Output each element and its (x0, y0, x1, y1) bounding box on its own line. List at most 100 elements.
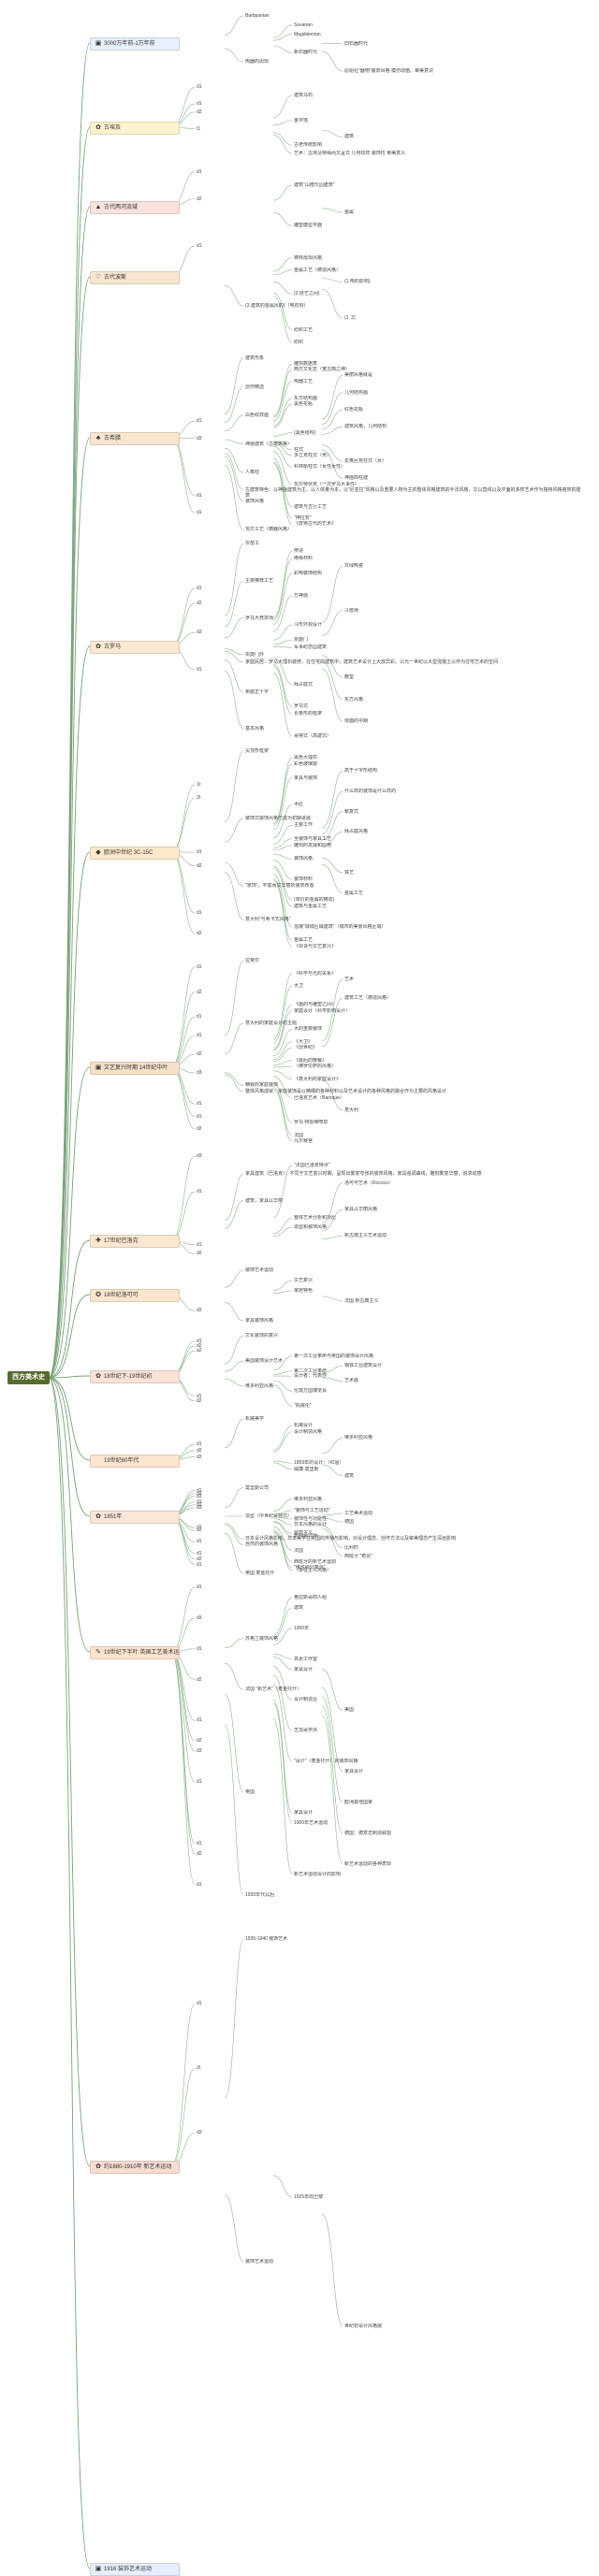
leaf-label: 金属工艺（铸造风格） (294, 267, 342, 273)
era-node[interactable]: ✎19世纪下半叶 英国工艺美术运动 (90, 1646, 180, 1659)
leaf-label: d3 (197, 1070, 202, 1077)
leaf-label: 法国 (294, 1132, 304, 1138)
leaf-label: 雕刻的发展和应用 (294, 842, 332, 848)
era-node[interactable]: ♡古代波斯 (90, 271, 180, 284)
leaf-label: 罗马大竞技场 (245, 615, 274, 621)
era-node[interactable]: ✿古埃及 (90, 122, 180, 135)
leaf-label: 万神庙 (294, 592, 309, 599)
root-node[interactable]: 西方美术史 (7, 1371, 50, 1384)
leaf-label: 古建筑特色：以神庙建筑为主，以人体量为本，以"尼亚拉"风格以及重要人物为主的整体… (245, 486, 581, 499)
leaf-label: 柱式 (294, 446, 304, 453)
leaf-label: 家居特色 (294, 1287, 314, 1294)
era-node[interactable]: ▣1916 装饰艺术运动 (90, 2563, 180, 2576)
leaf-label: 东方结构画 (294, 395, 318, 401)
leaf-label: d1 (197, 910, 202, 917)
leaf-label: 黑色大理石 (294, 754, 318, 760)
leaf-label: 钢铁工业建筑设计 (344, 1363, 383, 1369)
leaf-label: d2 (197, 1125, 202, 1132)
leaf-label: 红色花瓶 (344, 407, 364, 413)
leaf-label: 彩陶装饰结构 (294, 571, 323, 577)
leaf-label: 什么样的装饰是什么样的 (344, 789, 397, 795)
leaf-label: 意大利"与希卡式风格" (245, 917, 291, 923)
leaf-label: 英国 (245, 1789, 256, 1795)
leaf-label: 2t (197, 2065, 201, 2072)
era-label: 欧洲中世纪 3C-15C (104, 850, 153, 856)
leaf-label: 科林斯柱式（女性女性） (294, 464, 346, 470)
leaf-label: 瓦尔特伏克（一次罗马大事件） (294, 481, 360, 487)
leaf-label: 罗马 特雷维喷泉 (294, 1120, 329, 1126)
leaf-label: 原始社"器物"装饰风格 模仿动植、审美意识 (344, 68, 433, 75)
era-node[interactable]: ◆欧洲中世纪 3C-15C (90, 847, 180, 860)
leaf-label: d3 (197, 2130, 202, 2135)
leaf-label: 罗马式 (294, 703, 309, 710)
leaf-label: 长条形的框架 (294, 711, 323, 717)
era-label: 古希腊 (104, 436, 122, 441)
leaf-label: "家饰"，丰富而又华丽的装饰布置 (245, 883, 314, 890)
leaf-label: 工艺美术运动 (344, 1510, 373, 1516)
leaf-label: 造型和装饰风格 (294, 1223, 328, 1230)
leaf-label: 装饰风格 (245, 498, 265, 504)
leaf-label: 全装饰与家具工艺 (294, 835, 332, 842)
leaf-label: d2 (197, 1447, 202, 1454)
era-icon: ▣ (95, 2566, 102, 2572)
leaf-label: 白色纹样画 (245, 412, 270, 419)
era-node[interactable]: ✪18世纪洛可可 (90, 1289, 180, 1302)
leaf-label: d1 (197, 1393, 202, 1399)
era-icon: ▣ (95, 40, 102, 47)
era-label: 17世纪巴洛克 (104, 1238, 139, 1244)
leaf-label: 精致的家庭装饰 (245, 1082, 279, 1089)
era-node[interactable]: ▣文艺复兴时期 14世纪中叶 (90, 1062, 180, 1075)
leaf-label: 装饰材料 (294, 876, 314, 883)
leaf-label: 繁复式 (344, 808, 359, 815)
leaf-label: 装饰性与功能性 (294, 1516, 328, 1523)
leaf-label: d1 (197, 849, 202, 856)
leaf-label: (1. 2) (344, 314, 356, 321)
era-node[interactable]: ✿约1880-1910年 新艺术运动 (90, 2161, 180, 2174)
leaf-label: d3 (197, 1454, 202, 1460)
leaf-label: 美国装饰设计艺术 (245, 1358, 284, 1365)
leaf-label: 自然主义 (294, 1530, 314, 1537)
leaf-label: 建筑 (294, 1604, 304, 1611)
leaf-label: 东方风格 (344, 696, 364, 702)
leaf-label: d1 (197, 84, 202, 91)
leaf-label: d1 (197, 1189, 202, 1195)
era-node[interactable]: ▣3000万年前-1万年前 (90, 37, 180, 51)
leaf-label: 美丽风格就是 (344, 372, 373, 379)
leaf-label: 古老传统影响 (294, 142, 323, 149)
leaf-label: 金属工艺 (294, 937, 314, 944)
leaf-label: 美国 (344, 1707, 355, 1714)
leaf-label: 建筑"山楂乐园建筑" (294, 182, 335, 189)
leaf-label: "维也纳分离派" (294, 1564, 326, 1570)
leaf-label: 神庙四柱建 (344, 475, 369, 482)
era-node[interactable]: ♣古希腊 (90, 432, 180, 445)
leaf-label: d1 (197, 1241, 202, 1248)
leaf-label: d1 (197, 492, 202, 499)
leaf-label: d2 (197, 1738, 202, 1744)
leaf-label: "机械化" (294, 1403, 312, 1410)
era-icon: ✿ (95, 124, 101, 131)
leaf-label: 文艺复兴 (294, 1278, 314, 1284)
leaf-label: 纺织 (294, 339, 304, 345)
leaf-label: d1 (197, 1539, 202, 1545)
leaf-label: 爱奥尼克柱式（女） (344, 458, 387, 465)
leaf-label: 《大卫》 (294, 1038, 314, 1045)
leaf-label: 铸林再现风格 (294, 254, 323, 261)
era-node[interactable]: ▲古代两河流域 (90, 201, 180, 214)
leaf-label: 多立克柱式（男） (294, 452, 332, 458)
era-label: 19世纪60年代 (104, 1458, 139, 1464)
leaf-label: 德国 (344, 1519, 355, 1526)
era-node[interactable]: ✿古罗马 (90, 641, 180, 654)
leaf-label: (黑色结构) (294, 429, 316, 436)
era-node[interactable]: 19世纪60年代 (90, 1454, 180, 1468)
leaf-label: 凯旋门 (294, 637, 309, 644)
leaf-label: 辨造 (294, 548, 304, 555)
leaf-label: 混凝"城城区域建筑"（城市的美景风格区域） (294, 923, 387, 930)
leaf-label: 维多利亚风格 (245, 1382, 274, 1389)
era-node[interactable]: ✿1851年 (90, 1511, 180, 1524)
era-node[interactable]: ✚17世纪巴洛克 (90, 1235, 180, 1248)
leaf-label: d2 (197, 1342, 202, 1349)
era-node[interactable]: ✿18世纪下-19世纪初 (90, 1370, 180, 1383)
leaf-label: 绝缘材料 (294, 556, 314, 562)
era-icon: ▲ (95, 204, 102, 210)
leaf-label: 新艺术运动设计的影响 (294, 1871, 342, 1877)
